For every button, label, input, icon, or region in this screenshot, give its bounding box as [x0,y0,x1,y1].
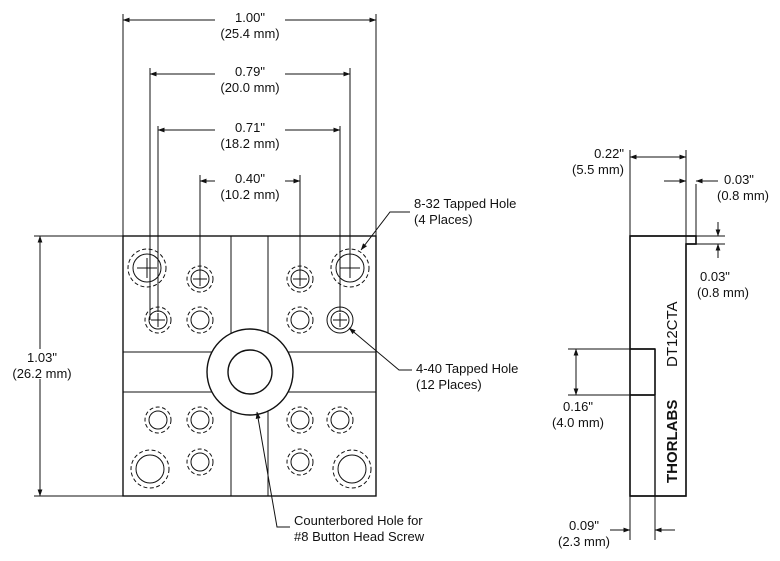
dim-022-mm: (5.5 mm) [572,162,624,177]
part-number-engraving: DT12CTA [664,301,681,367]
side-view: DT12CTA THORLABS 0.22" (5.5 mm) 0.03" (0… [552,146,769,549]
counterbore-inner [227,349,273,395]
dim-003-top-mm: (0.8 mm) [717,188,769,203]
dim-width-mm: (25.4 mm) [220,26,279,41]
callout-832-line2: (4 Places) [414,212,473,227]
hole-832-bottom-left [130,449,170,489]
hole-440-plain-set [144,306,354,476]
callout-440-line1: 4-40 Tapped Hole [416,361,518,376]
dim-040-in: 0.40" [235,171,265,186]
dim-009-mm: (2.3 mm) [558,534,610,549]
dim-009-in: 0.09" [569,518,599,533]
dim-022-in: 0.22" [594,146,624,161]
dim-040-mm: (10.2 mm) [220,187,279,202]
hole-832-top-left [127,248,167,288]
hole-832-bottom-right [332,449,372,489]
dim-071-mm: (18.2 mm) [220,136,279,151]
leader-832 [360,211,410,251]
callout-832-line1: 8-32 Tapped Hole [414,196,516,211]
dim-071-in: 0.71" [235,120,265,135]
leader-cbore [255,411,290,528]
dim-height-mm: (26.2 mm) [12,366,71,381]
leader-440 [348,327,412,371]
dim-079-in: 0.79" [235,64,265,79]
callout-cbore-line1: Counterbored Hole for [294,513,423,528]
dim-003-mid-in: 0.03" [700,269,730,284]
dim-height-in: 1.03" [27,350,57,365]
dim-079-mm: (20.0 mm) [220,80,279,95]
dim-003-mid-mm: (0.8 mm) [697,285,749,300]
extension-lines [34,14,377,497]
dim-width-in: 1.00" [235,10,265,25]
callout-cbore-line2: #8 Button Head Screw [294,529,425,544]
dim-003-top-in: 0.03" [724,172,754,187]
dim-016-in: 0.16" [563,399,593,414]
brand-engraving: THORLABS [664,400,681,483]
callout-440-line2: (12 Places) [416,377,482,392]
dim-016-mm: (4.0 mm) [552,415,604,430]
front-view: 1.00" (25.4 mm) 0.79" (20.0 mm) 0.71" (1… [5,10,518,544]
